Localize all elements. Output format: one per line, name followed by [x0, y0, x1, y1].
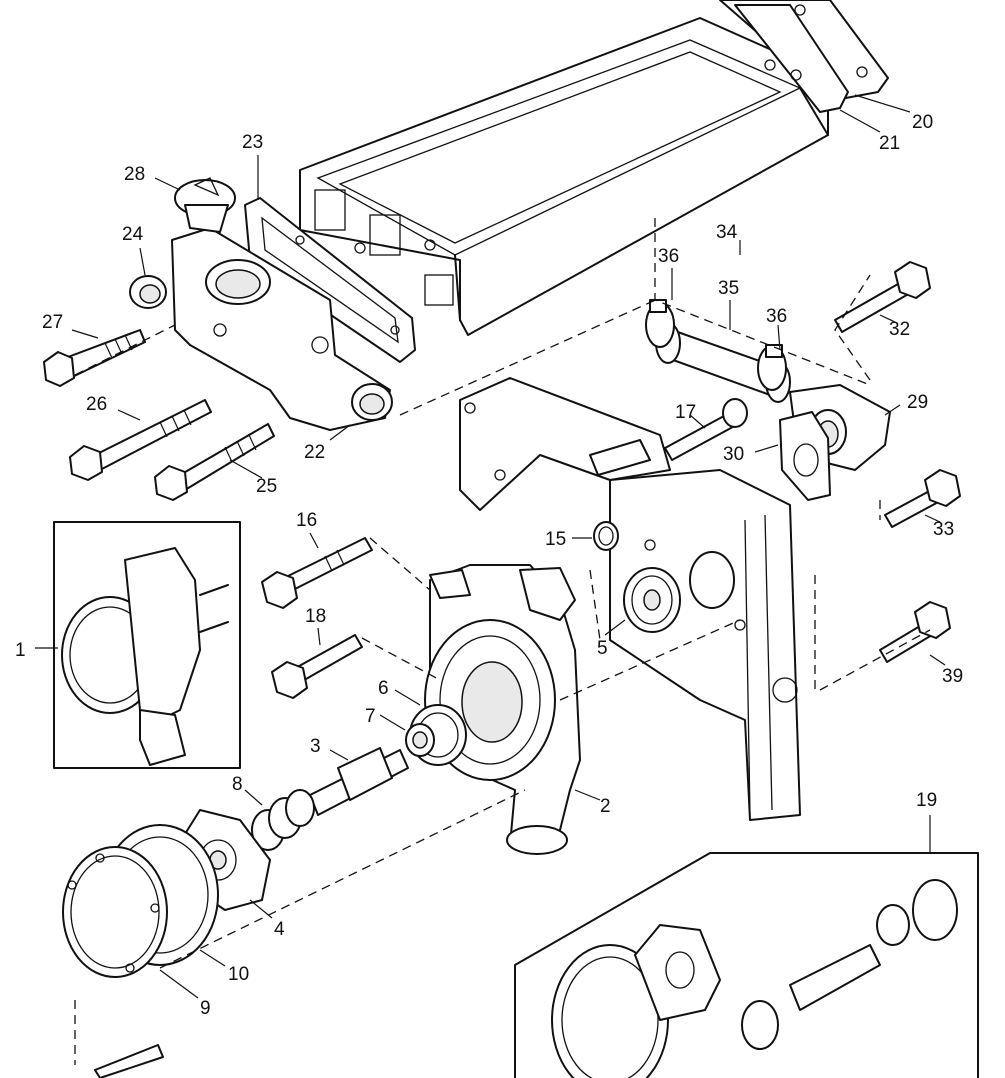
- front-housing: [609, 469, 801, 821]
- label-25: 25: [256, 476, 277, 497]
- label-10: 10: [228, 964, 249, 985]
- label-30: 30: [723, 444, 744, 465]
- drive-gear: [623, 567, 681, 633]
- label-23: 23: [242, 132, 263, 153]
- label-39: 39: [942, 666, 963, 687]
- label-26: 26: [86, 394, 107, 415]
- bolt-18: [271, 634, 363, 699]
- thermostat-housing: [171, 227, 393, 431]
- assembly-centerlines: [74, 218, 931, 1065]
- label-27: 27: [42, 312, 63, 333]
- label-8: 8: [232, 774, 243, 795]
- label-36-left: 36: [658, 246, 679, 267]
- label-3: 3: [310, 736, 321, 757]
- label-5: 5: [597, 638, 608, 659]
- bolt-bottom-left: [94, 1044, 164, 1078]
- bolt-25: [154, 423, 275, 501]
- label-35: 35: [718, 278, 739, 299]
- inset-pump-assembly: [53, 521, 241, 769]
- bolt-33: [884, 469, 961, 528]
- label-15: 15: [545, 529, 566, 550]
- o-ring: [593, 521, 619, 551]
- bolt-26: [69, 399, 212, 481]
- label-1: 1: [15, 640, 26, 661]
- label-29: 29: [907, 392, 928, 413]
- label-32: 32: [889, 319, 910, 340]
- oil-cooler-housing: [299, 17, 829, 336]
- mechanical-seal: [251, 789, 315, 851]
- pump-shaft: [309, 747, 409, 816]
- bolt-32: [834, 261, 931, 333]
- label-20: 20: [912, 112, 933, 133]
- label-9: 9: [200, 998, 211, 1019]
- part-number-labels: 1 2 3 4 5 6 7 8 9 10 15 16 17 18 19 20 2…: [15, 112, 963, 1019]
- label-22: 22: [304, 442, 325, 463]
- label-6: 6: [378, 678, 389, 699]
- bolt-27: [43, 329, 146, 387]
- label-19: 19: [916, 790, 937, 811]
- plug: [129, 275, 167, 309]
- label-36-right: 36: [766, 306, 787, 327]
- label-16: 16: [296, 510, 317, 531]
- label-7: 7: [365, 706, 376, 727]
- hose-clamp-left: [645, 299, 675, 348]
- label-2: 2: [600, 796, 611, 817]
- label-4: 4: [274, 919, 285, 940]
- label-18: 18: [305, 606, 326, 627]
- label-17: 17: [675, 402, 696, 423]
- hose-clamp-right: [757, 344, 787, 391]
- label-28: 28: [124, 164, 145, 185]
- gasket-21: [734, 4, 849, 113]
- elbow-gasket: [779, 411, 831, 501]
- label-34: 34: [716, 222, 738, 243]
- bolt-17: [664, 398, 748, 461]
- bolt-39: [879, 601, 951, 663]
- bolt-16: [261, 537, 373, 609]
- inset-seal-kit: [514, 852, 979, 1078]
- leader-lines: [35, 94, 946, 999]
- support-bracket: [459, 377, 671, 511]
- label-21: 21: [879, 133, 900, 154]
- thermostat: [174, 177, 236, 233]
- label-24: 24: [122, 224, 144, 245]
- bearing: [405, 723, 435, 757]
- label-33: 33: [933, 519, 954, 540]
- pump-cover: [62, 846, 168, 978]
- water-pump-body: [424, 564, 581, 855]
